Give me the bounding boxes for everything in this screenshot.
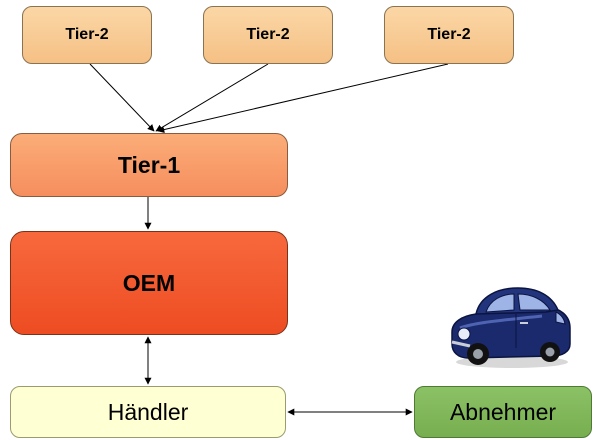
haendler-label: Händler xyxy=(107,398,189,425)
arrow-tier2-2-to-tier1 xyxy=(155,63,269,132)
tier2-box: Tier-2 xyxy=(203,6,333,64)
tier1-label: Tier-1 xyxy=(117,151,181,178)
oem-label: OEM xyxy=(122,269,176,296)
tier2-label: Tier-2 xyxy=(246,26,290,43)
tier2-box: Tier-2 xyxy=(22,6,152,64)
car-icon xyxy=(451,287,571,368)
tier2-label: Tier-2 xyxy=(65,26,109,43)
arrow-tier2-3-to-tier1 xyxy=(157,63,449,133)
abnehmer-box: Abnehmer xyxy=(414,386,592,438)
tier2-label: Tier-2 xyxy=(427,26,471,43)
oem-box: OEM xyxy=(10,231,288,335)
tier1-box: Tier-1 xyxy=(10,133,288,197)
haendler-box: Händler xyxy=(10,386,286,438)
tier2-box: Tier-2 xyxy=(384,6,514,64)
arrow-tier2-1-to-tier1 xyxy=(89,63,155,132)
abnehmer-label: Abnehmer xyxy=(449,398,557,425)
